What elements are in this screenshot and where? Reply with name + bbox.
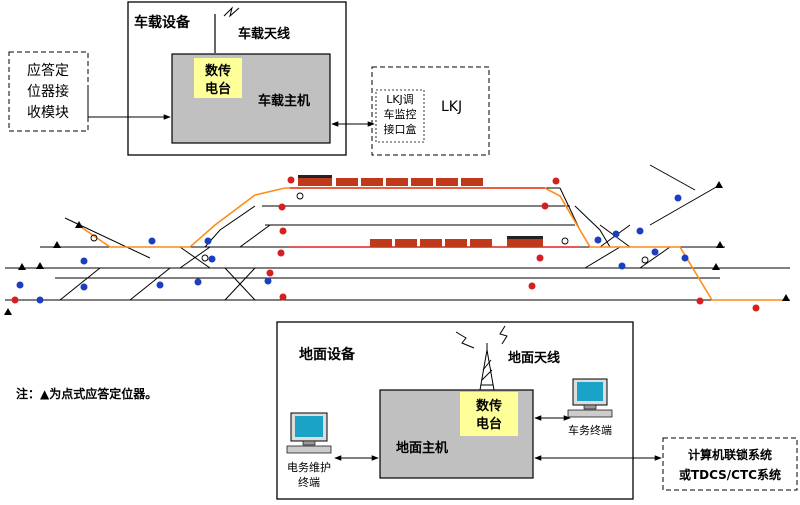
ground-equipment-group: 地面设备 地面天线 数传 电台 地面主机 车务终端 [276,321,634,500]
balise-receiver-module: 应答定 位器接 收模块 [8,51,89,132]
signal-lights-blue [16,194,689,304]
vehicle-terminal-label: 车务终端 [568,423,612,437]
lkj-box-label-2: 车监控 [384,107,417,121]
balise-module-label-2: 位器接 [27,83,69,100]
legend-note: 注：▲为点式应答定位器。 [16,386,157,401]
lkj-label: LKJ [441,99,462,115]
external-system-label-2: 或TDCS/CTC系统 [679,467,781,482]
maintenance-terminal-label-2: 终端 [298,475,320,489]
vehicle-equipment-title: 车载设备 [134,14,191,31]
ground-equipment-title: 地面设备 [299,346,356,363]
balise-module-label-3: 收模块 [27,105,69,121]
vehicle-radio-label-2: 电台 [205,81,231,97]
ground-antenna-label: 地面天线 [508,350,560,366]
balise-module-label-1: 应答定 [27,62,69,79]
vehicle-host-label: 车载主机 [258,93,310,109]
balise-markers [4,181,790,315]
lkj-box-label-3: 接口盒 [384,122,417,136]
vehicle-antenna-icon [214,6,240,53]
signal-lights-red [11,176,760,312]
ground-radio-label-2: 电台 [476,416,502,432]
lkj-box-label-1: LKJ调 [386,93,414,106]
dwarf-signals [90,192,649,264]
external-system-label-1: 计算机联锁系统 [688,447,772,462]
maintenance-terminal-computer-icon [286,412,332,454]
station-track-layout [4,164,790,315]
vehicle-terminal-computer-icon [567,378,613,418]
maintenance-terminal-label-1: 电务维护 [287,460,331,474]
vehicle-radio-label-1: 数传 [205,63,231,79]
lkj-interface-box: LKJ调 车监控 接口盒 LKJ [371,66,490,156]
train-lower [370,236,543,247]
balise-to-host-arrow [87,90,171,120]
ground-radio-box [460,392,518,436]
vehicle-equipment-group: 车载设备 车载天线 数传 电台 车载主机 [127,1,347,156]
vehicle-radio-box [194,58,242,98]
vehicle-antenna-label: 车载天线 [238,26,290,42]
external-system-box: 计算机联锁系统 或TDCS/CTC系统 [662,437,798,491]
ground-host-label: 地面主机 [396,440,448,456]
ground-radio-label-1: 数传 [476,398,502,414]
train-upper [298,175,483,186]
